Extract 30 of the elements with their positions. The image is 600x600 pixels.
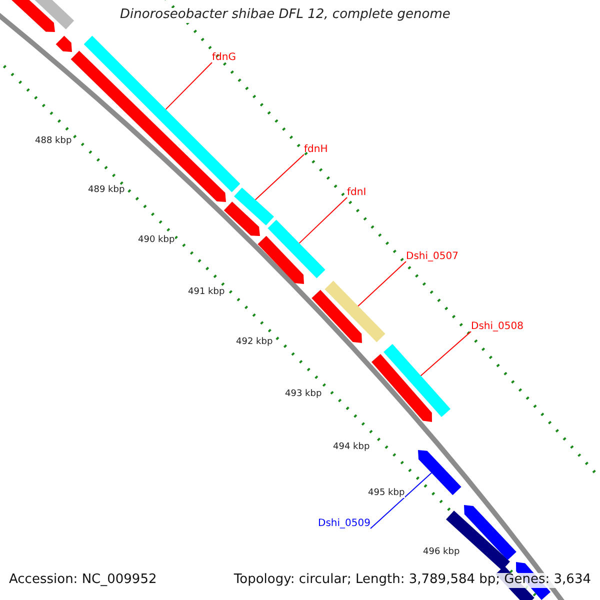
gene-label: fdnG bbox=[212, 52, 236, 64]
gene-feature bbox=[268, 220, 326, 278]
gene-feature bbox=[324, 280, 386, 342]
scale-label: 490 kbp bbox=[138, 235, 175, 246]
leader-line bbox=[370, 472, 432, 529]
scale-label: 491 kbp bbox=[188, 287, 225, 298]
gene-feature bbox=[384, 344, 450, 417]
leader-line bbox=[254, 154, 304, 200]
gene-feature bbox=[234, 188, 274, 226]
scale-label: 488 kbp bbox=[35, 136, 72, 146]
gene-label: Dshi_0509 bbox=[318, 518, 370, 530]
scale-label: 496 kbp bbox=[423, 547, 460, 558]
accession-text: Accession: NC_009952 bbox=[9, 573, 157, 588]
leader-line bbox=[165, 62, 212, 110]
gene-label: fdnI bbox=[347, 187, 366, 198]
scale-label: 492 kbp bbox=[236, 337, 273, 348]
gene-label: fdnH bbox=[304, 144, 328, 156]
leader-line bbox=[358, 261, 406, 307]
leader-line bbox=[420, 331, 472, 376]
gene-feature bbox=[84, 36, 240, 192]
leader-line bbox=[298, 197, 348, 244]
scale-label: 495 kbp bbox=[368, 488, 405, 498]
map-title: Dinoroseobacter shibae DFL 12, complete genome bbox=[120, 8, 450, 23]
gene-label: Dshi_0507 bbox=[406, 251, 458, 262]
gene-label: Dshi_0508 bbox=[471, 321, 524, 332]
scale-label: 493 kbp bbox=[285, 389, 322, 400]
gene-feature bbox=[418, 450, 462, 496]
scale-label: 494 kbp bbox=[333, 442, 370, 452]
genome-info-text: Topology: circular; Length: 3,789,584 bp; Genes: 3,634 bbox=[234, 573, 591, 588]
scale-label: 489 kbp bbox=[88, 185, 125, 196]
